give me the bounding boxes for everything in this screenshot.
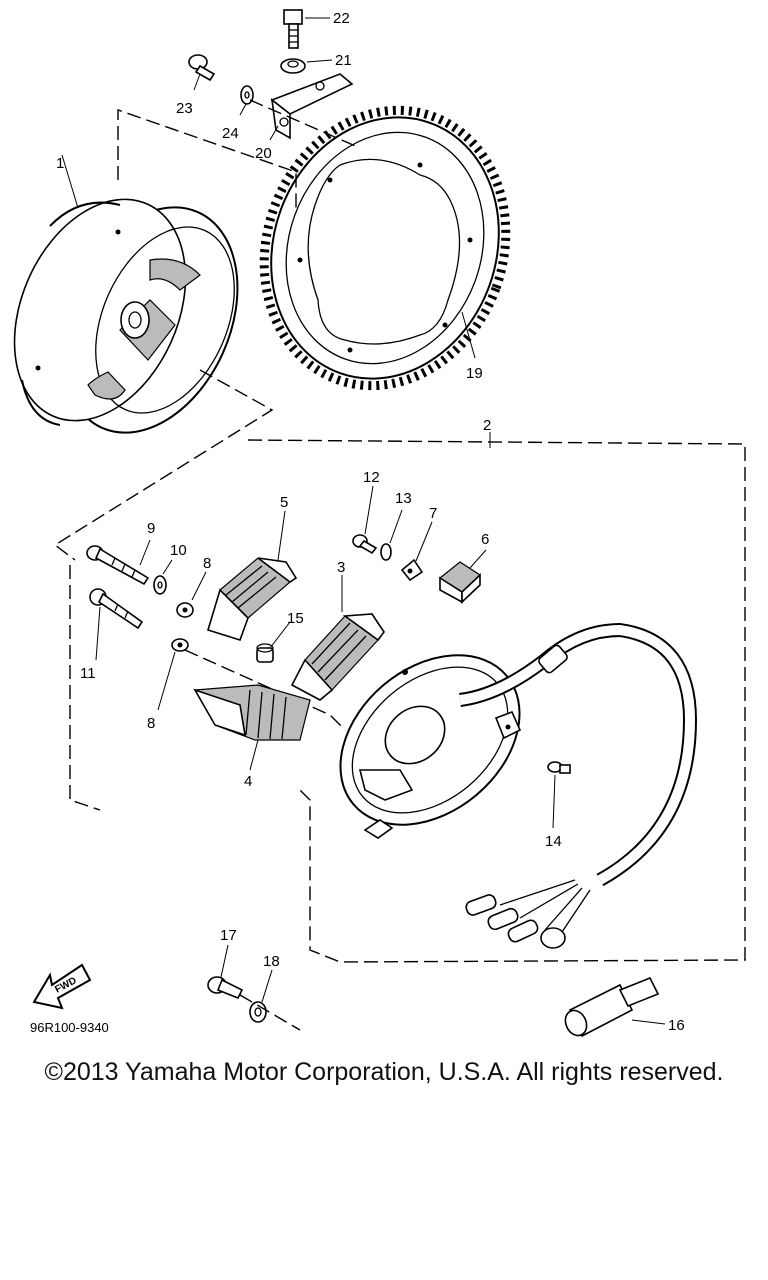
leader-7	[415, 521, 433, 562]
callout-16: 16	[668, 1017, 685, 1034]
part-24-washer	[240, 85, 254, 105]
part-7-clamp	[400, 558, 424, 582]
part-8-screw-lower	[171, 638, 189, 652]
part-1-flywheel-rotor	[13, 198, 239, 434]
leader-6	[469, 549, 487, 569]
leader-11	[95, 606, 101, 661]
wire-harness	[458, 622, 698, 949]
part-23-screw	[188, 54, 216, 82]
leader-17	[220, 944, 229, 978]
leader-19	[461, 311, 476, 359]
part-13-washer	[380, 543, 392, 561]
part-18-washer	[249, 1001, 267, 1023]
exploded-parts-diagram: 22 21 20 23 24	[13, 9, 746, 1038]
leader-16	[631, 1019, 666, 1025]
callout-7: 7	[429, 505, 437, 522]
leader-12	[364, 485, 374, 535]
leader-24	[239, 103, 247, 116]
assembly-line-bracket	[249, 99, 361, 149]
leader-20	[269, 125, 279, 141]
part-16-tool	[564, 976, 660, 1038]
fwd-arrow-icon: FWD	[32, 963, 92, 1010]
part-11-bolt	[89, 588, 144, 630]
callout-8-lower: 8	[147, 715, 155, 732]
assembly-line-rotor	[53, 369, 274, 561]
callout-19: 19	[466, 365, 483, 382]
leader-10	[162, 559, 173, 575]
callout-3: 3	[337, 559, 345, 576]
part-9-bolt	[86, 545, 150, 586]
callout-15: 15	[287, 610, 304, 627]
callout-17: 17	[220, 927, 237, 944]
assembly-line-flywheel	[117, 109, 297, 208]
callout-18: 18	[263, 953, 280, 970]
part-6-terminal	[438, 561, 481, 604]
part-5-coil	[207, 557, 298, 641]
callout-2: 2	[483, 417, 491, 434]
assembly-line-screw	[184, 649, 346, 731]
leader-5	[277, 510, 286, 561]
callout-20: 20	[255, 145, 272, 162]
leader-14	[552, 774, 556, 829]
leader-23	[193, 73, 201, 91]
leader-9	[139, 539, 151, 566]
leader-1	[61, 154, 79, 209]
part-12-screw	[352, 534, 378, 555]
leader-15	[269, 621, 291, 649]
part-22-bolt	[283, 9, 303, 49]
callout-21: 21	[335, 52, 352, 69]
callout-8-upper: 8	[203, 555, 211, 572]
callout-4: 4	[244, 773, 252, 790]
copyright-notice: ©2013 Yamaha Motor Corporation, U.S.A. A…	[44, 1058, 724, 1086]
callout-13: 13	[395, 490, 412, 507]
callout-5: 5	[280, 494, 288, 511]
part-17-bolt	[207, 976, 244, 1000]
callout-12: 12	[363, 469, 380, 486]
leader-18	[261, 969, 273, 1003]
callout-24: 24	[222, 125, 239, 142]
callout-10: 10	[170, 542, 187, 559]
part-10-washer	[153, 575, 167, 595]
part-14-screw	[547, 761, 571, 774]
callout-11: 11	[80, 665, 96, 682]
leader-8a	[191, 571, 207, 601]
leader-21	[306, 59, 333, 63]
part-4-pulser-coil	[193, 684, 311, 741]
part-19-ring-gear	[259, 105, 511, 391]
assembly-line-bottom	[239, 994, 301, 1031]
callout-9: 9	[147, 520, 155, 537]
part-8-screw-upper	[176, 602, 194, 618]
part-21-washer	[280, 58, 306, 74]
assembly-outline-stator	[247, 439, 746, 963]
leader-8b	[157, 651, 176, 711]
part-20-bracket	[270, 73, 354, 140]
callout-14: 14	[545, 833, 562, 850]
drawing-code: 96R100-9340	[30, 1020, 109, 1035]
leader-13	[389, 509, 403, 544]
part-3-coil	[290, 613, 385, 701]
callout-22: 22	[333, 10, 350, 27]
callout-1: 1	[56, 155, 64, 172]
callout-23: 23	[176, 100, 193, 117]
leader-4	[249, 739, 259, 771]
part-15-collar	[256, 643, 274, 663]
callout-6: 6	[481, 531, 489, 548]
